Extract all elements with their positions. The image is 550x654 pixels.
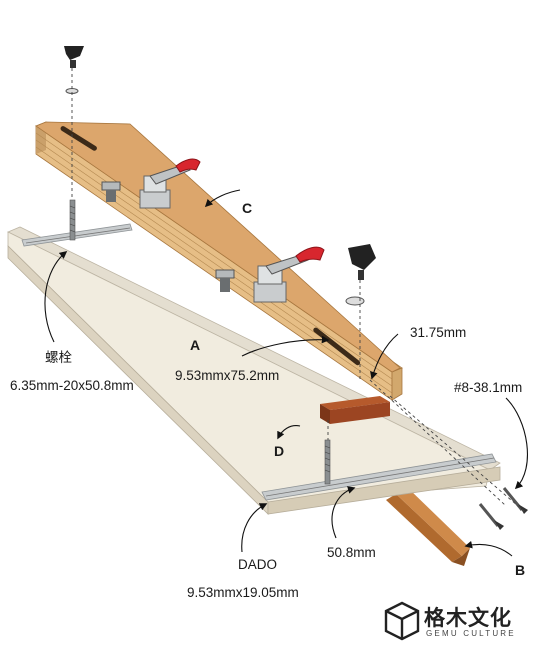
arrow-d [277,425,301,440]
arrow-c [204,189,241,208]
t-track-front [261,453,497,501]
t-track-left [21,223,133,247]
toggle-clamp-front [215,246,325,303]
stop-block-d [320,396,390,424]
label-slot-size: 9.53mmx75.2mm [175,368,280,383]
knob-right [345,244,376,306]
label-track-offset: 50.8mm [327,545,376,560]
arrow-bolt [44,251,68,343]
label-dado-size: 9.53mmx19.05mm [187,585,299,600]
brand-name-cn: 格木文化 [424,606,512,630]
alignment-lines [71,68,526,513]
brand-name-en: GEMU CULTURE [426,629,516,638]
label-c: C [242,200,253,216]
arrow-dado [241,503,268,553]
toggle-clamp-rear [101,158,201,209]
label-screw-size: #8-38.1mm [454,380,523,395]
arrow-slot [241,335,330,357]
arrow-track [331,486,356,539]
label-bolt: 螺栓 [45,350,72,365]
label-d: D [274,443,285,459]
label-fence-thickness: 31.75mm [410,325,467,340]
bolt-left [69,199,76,241]
fence-a [35,121,403,401]
bolt-front [324,439,331,485]
brand-logo-icon [384,601,420,641]
runner-b [386,488,470,566]
label-b: B [515,562,526,578]
label-dado: DADO [238,557,278,572]
arrow-screw [505,397,528,490]
label-bolt-size: 6.35mm-20x50.8mm [10,378,134,393]
label-a: A [190,337,201,353]
arrow-thickness [370,333,399,380]
arrow-b [464,540,513,557]
knob-top-left [64,46,84,94]
